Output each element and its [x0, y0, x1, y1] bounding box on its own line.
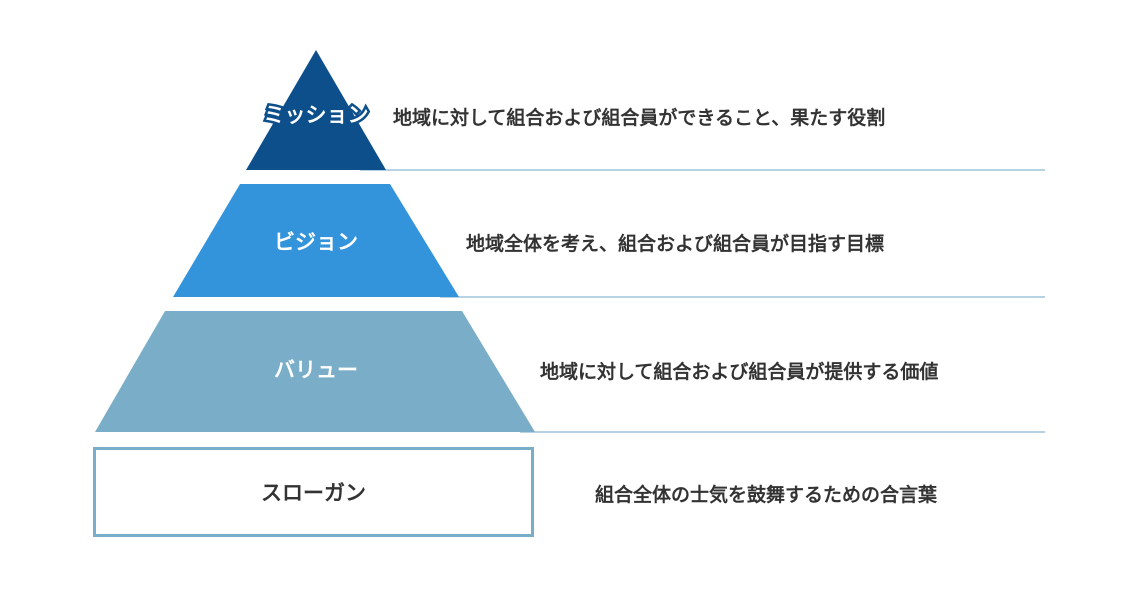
- tier-value-label: バリュー: [274, 358, 358, 382]
- tier-mission-shape: [246, 50, 386, 170]
- tier-mission-description: 地域に対して組合および組合員ができること、果たす役割: [393, 106, 885, 129]
- tier-vision-label: ビジョン: [274, 230, 358, 254]
- slogan-description: 組合全体の士気を鼓舞するための合言葉: [595, 484, 938, 506]
- tier-vision-shape: [173, 184, 459, 297]
- slogan-box: スローガン: [93, 447, 534, 537]
- tier-value-description: 地域に対して組合および組合員が提供する価値: [540, 360, 938, 383]
- tier-vision-description: 地域全体を考え、組合および組合員が目指す目標: [466, 232, 884, 255]
- slogan-label: スローガン: [261, 481, 366, 505]
- tier-value-shape: [95, 311, 535, 432]
- tier-mission-label: ミッション: [264, 103, 369, 127]
